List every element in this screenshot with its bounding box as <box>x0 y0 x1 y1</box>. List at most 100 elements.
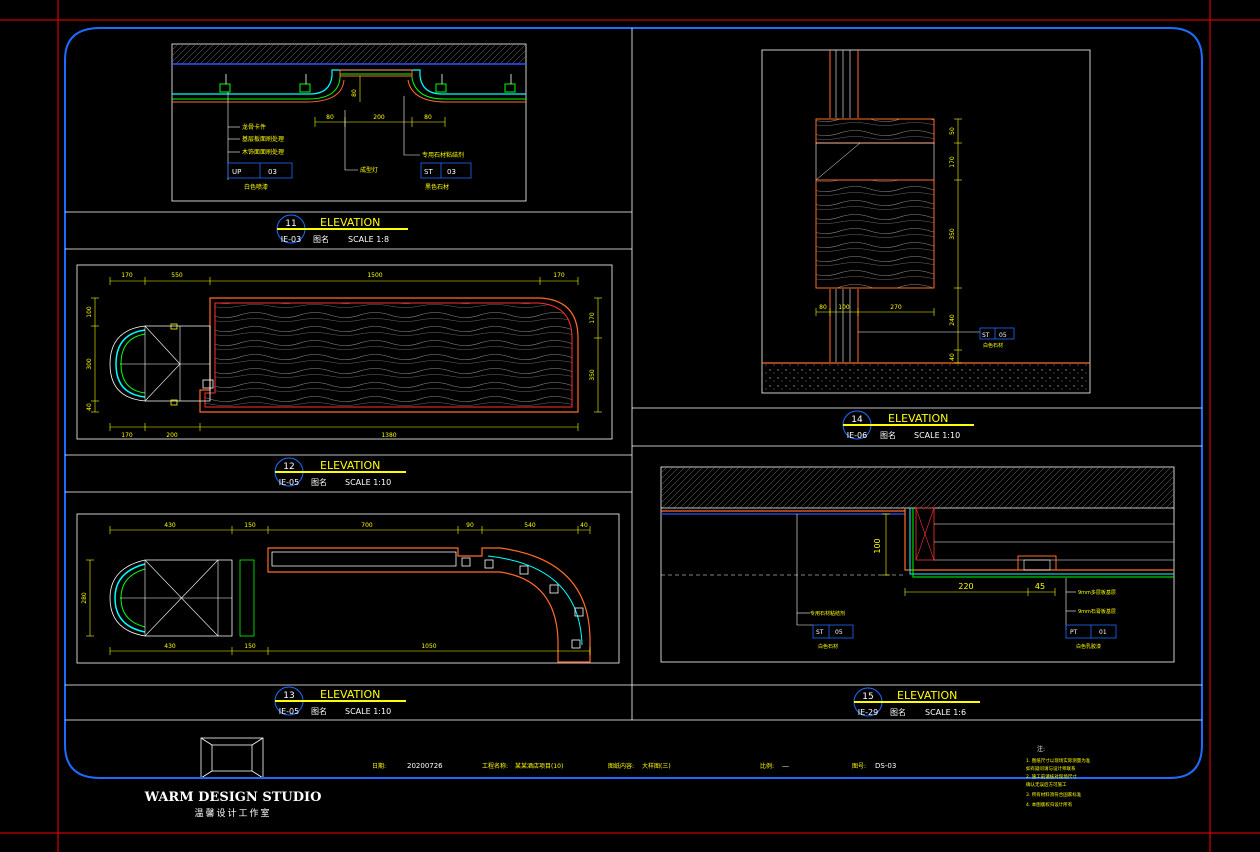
d15-ref: IE-29 <box>858 708 878 717</box>
title-block: WARM DESIGN STUDIO 温馨设计工作室 日期: 20200726 … <box>128 737 1170 819</box>
d13-name: 图名 <box>311 706 327 716</box>
note-line-5: 3. 所有材料须符合国家标准 <box>1026 791 1082 798</box>
d12-dim-b2: 200 <box>166 432 178 439</box>
d14-dim-6: 80 <box>819 304 827 311</box>
d14-ref: IE-06 <box>847 431 867 440</box>
d15-tag-st <box>812 624 854 639</box>
ratio-value: — <box>782 762 789 770</box>
project-value: 某某酒店项目(10) <box>515 762 563 770</box>
d14-number: 14 <box>851 415 863 425</box>
d11-note-5: 专用石材粘结剂 <box>422 151 464 159</box>
d14-dim-2: 170 <box>949 156 956 168</box>
d11-tag-up-num: 03 <box>268 168 277 176</box>
d13-dim-t4: 90 <box>466 522 474 529</box>
d12-number: 12 <box>283 462 294 472</box>
d15-tag-st-code: ST <box>816 629 824 636</box>
d14-dim-4: 240 <box>949 314 956 326</box>
d13-dim-t3: 700 <box>361 522 373 529</box>
d14-name: 图名 <box>880 430 896 440</box>
d11-dim-3: 80 <box>424 114 432 121</box>
d13-dim-b3: 1050 <box>421 643 436 650</box>
d14-scale: SCALE 1:10 <box>914 431 960 440</box>
d11-tag-st <box>420 162 472 179</box>
d13-dim-t1: 430 <box>164 522 176 529</box>
d14-title: ELEVATION <box>888 412 948 425</box>
drawing-12-frame <box>76 264 613 440</box>
drawing-11-title: 11 IE-03 ELEVATION 图名 SCALE 1:8 <box>276 214 408 244</box>
d14-tag-code: ST <box>982 332 990 339</box>
d13-ref: IE-05 <box>279 707 299 716</box>
d11-dim-1: 80 <box>326 114 334 121</box>
note-line-3: 2. 施工前请核对现场尺寸 <box>1026 773 1077 780</box>
d13-number: 13 <box>283 691 294 701</box>
date-value: 20200726 <box>407 762 443 770</box>
drawing-14: 50 170 350 240 40 80 100 270 ST 05 白色石材 <box>761 49 1091 394</box>
wood-block-main <box>815 179 935 289</box>
panel-grid <box>65 28 1202 721</box>
drawing-label: 图纸内容: <box>608 762 634 770</box>
d12-dim-t3: 1500 <box>367 272 382 279</box>
studio-name-cn: 温馨设计工作室 <box>194 807 271 819</box>
drawing-15: 100 220 45 专用石材粘结剂 ST 05 白色石材 9mm多层板基层 9… <box>660 466 1175 663</box>
d12-name: 图名 <box>311 477 327 487</box>
d11-dim-4: 80 <box>351 89 358 97</box>
d13-dim-t5: 540 <box>524 522 536 529</box>
date-label: 日期: <box>372 762 386 770</box>
sheet-value: DS-03 <box>875 762 896 770</box>
d15-note-5: 白色乳胶漆 <box>1076 643 1101 650</box>
d15-dim-1: 100 <box>873 538 882 553</box>
d12-ref: IE-05 <box>279 478 299 487</box>
d11-tag-st-code: ST <box>424 168 433 176</box>
d15-slab <box>661 467 1174 508</box>
drawing-11: 80 200 80 80 龙骨卡件 基层板面刷处理 木饰面面刷处理 UP 03 … <box>171 43 527 202</box>
drawing-13-title: 13 IE-05 ELEVATION 图名 SCALE 1:10 <box>274 686 406 716</box>
d11-note-4: 白色喷漆 <box>244 183 268 191</box>
d11-title: ELEVATION <box>320 216 380 229</box>
d13-dim-b1: 430 <box>164 643 176 650</box>
d15-title: ELEVATION <box>897 689 957 702</box>
d15-dim-3: 45 <box>1035 582 1045 591</box>
d11-note-7: 成型灯 <box>360 166 378 174</box>
d11-tag-up-code: UP <box>232 168 241 176</box>
d15-tag-pt-code: PT <box>1070 629 1078 636</box>
drawing-12-title: 12 IE-05 ELEVATION 图名 SCALE 1:10 <box>274 457 406 487</box>
d15-name: 图名 <box>890 707 906 717</box>
d12-dim-s3: 40 <box>86 403 93 411</box>
d14-dim-5: 40 <box>949 353 956 361</box>
d12-dim-s1: 100 <box>86 306 93 318</box>
d15-tag-st-num: 05 <box>835 629 843 636</box>
drawing-11-frame <box>171 43 527 202</box>
d11-name: 图名 <box>313 234 329 244</box>
d11-note-3: 木饰面面刷处理 <box>242 148 284 156</box>
studio-name-en: WARM DESIGN STUDIO <box>144 790 322 805</box>
floor-base <box>762 363 1090 393</box>
d11-scale: SCALE 1:8 <box>348 235 389 244</box>
drawing-13-frame <box>76 513 620 664</box>
d14-dim-1: 50 <box>949 127 956 135</box>
d14-note-1: 白色石材 <box>983 342 1003 349</box>
note-line-4: 确认无误后方可施工 <box>1026 781 1067 788</box>
d12-dim-s2: 300 <box>86 358 93 370</box>
d12-title: ELEVATION <box>320 459 380 472</box>
d14-tag-st <box>979 327 1015 340</box>
d11-dim-2: 200 <box>373 114 385 121</box>
d15-note-3: 9mm多层板基层 <box>1078 589 1116 596</box>
d11-ref: IE-03 <box>281 235 301 244</box>
drawing-15-title: 15 IE-29 ELEVATION 图名 SCALE 1:6 <box>853 687 980 717</box>
d12-dim-t1: 170 <box>121 272 133 279</box>
d13-dim-b2: 150 <box>244 643 256 650</box>
d12-scale: SCALE 1:10 <box>345 478 391 487</box>
d13-scale: SCALE 1:10 <box>345 707 391 716</box>
d15-scale: SCALE 1:6 <box>925 708 966 717</box>
ratio-label: 比例: <box>760 762 774 770</box>
notes-title: 注: <box>1037 745 1045 753</box>
drawing-14-title: 14 IE-06 ELEVATION 图名 SCALE 1:10 <box>842 410 974 440</box>
d11-note-6: 黑色石材 <box>425 183 449 191</box>
ceiling-slab <box>172 44 526 64</box>
sheet-label: 图号: <box>852 763 866 770</box>
studio-logo <box>200 737 264 779</box>
drawing-value: 大样图(三) <box>642 762 671 770</box>
d14-dim-8: 270 <box>890 304 902 311</box>
